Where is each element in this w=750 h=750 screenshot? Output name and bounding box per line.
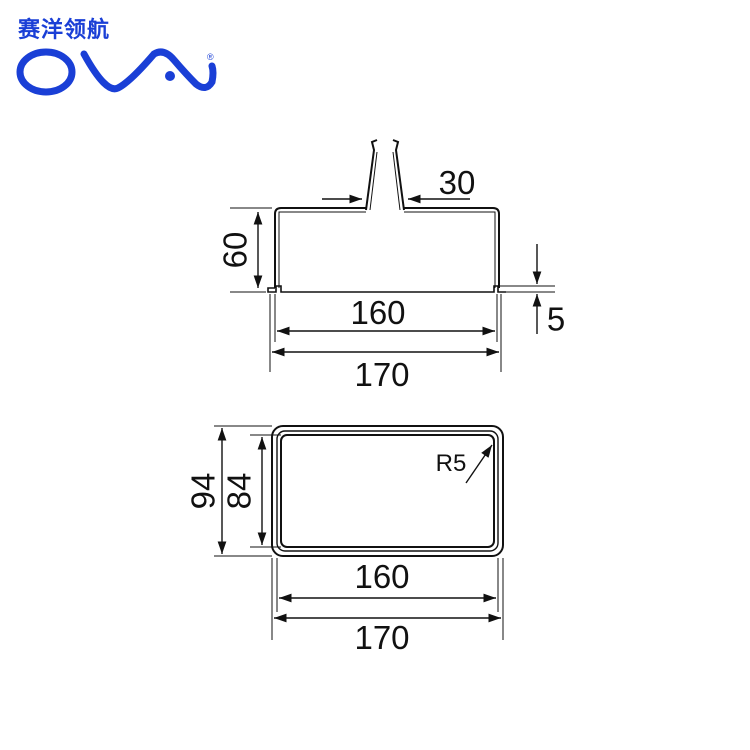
dim-30-label: 30: [439, 164, 476, 201]
ova-logo-mark: ®: [16, 48, 217, 96]
plan-outer-rect: [271, 425, 504, 557]
side-view-labels: 30 60 5 160 170: [217, 164, 565, 393]
box-top-left: [274, 207, 366, 288]
outlet-neck-left: [365, 139, 378, 211]
plan-view: [271, 425, 504, 557]
dim-94-label: 94: [185, 473, 222, 510]
side-view-dimensions: [230, 194, 555, 372]
brand-logo: 赛洋领航 ®: [14, 12, 224, 104]
plan-middle-rect: [276, 430, 499, 552]
brand-name: 赛洋领航: [18, 18, 111, 43]
outlet-neck-left-inner: [369, 151, 378, 211]
dim-60-label: 60: [217, 232, 254, 269]
plan-view-labels: 94 84 R5 160 170: [185, 450, 467, 656]
box-inner-left: [278, 211, 366, 288]
dim-170-side-label: 170: [354, 356, 409, 393]
dim-160-plan-label: 160: [354, 558, 409, 595]
outlet-neck-right: [392, 139, 405, 211]
outlet-neck-right-inner: [392, 151, 401, 211]
dim-84-label: 84: [221, 473, 258, 510]
dim-5-label: 5: [547, 301, 565, 338]
plan-inner-rect: [280, 434, 495, 548]
dim-170-plan-label: 170: [354, 619, 409, 656]
dim-r5-leader: [465, 444, 493, 484]
registered-mark: ®: [207, 52, 214, 62]
side-view: [267, 139, 506, 293]
plan-view-dimensions: [214, 425, 504, 640]
dim-160-side-label: 160: [350, 294, 405, 331]
dim-r5-label: R5: [436, 450, 467, 477]
box-top-right: [404, 207, 500, 288]
box-bottom-flange: [267, 285, 506, 293]
box-inner-right: [404, 211, 496, 288]
